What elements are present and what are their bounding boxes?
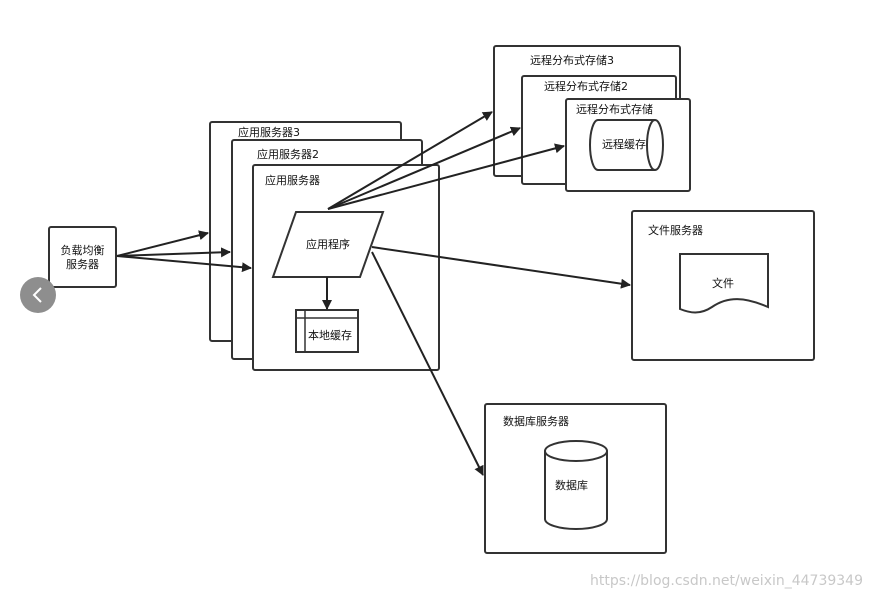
back-button[interactable]	[20, 277, 56, 313]
chevron-left-icon	[32, 287, 42, 303]
app-server-3-label: 应用服务器3	[238, 126, 300, 139]
remote-storage-2-label: 远程分布式存储2	[544, 80, 628, 93]
remote-storage-3-label: 远程分布式存储3	[530, 54, 614, 67]
file-server-label: 文件服务器	[648, 224, 703, 237]
app-server-2-label: 应用服务器2	[257, 148, 319, 161]
app-server-label: 应用服务器	[265, 174, 320, 187]
file-label: 文件	[712, 277, 734, 290]
db-server-label: 数据库服务器	[503, 415, 569, 428]
app-program-label: 应用程序	[306, 238, 350, 251]
remote-storage-label: 远程分布式存储	[576, 103, 653, 116]
load-balancer-box: 负载均衡 服务器	[48, 226, 117, 288]
load-balancer-label: 负载均衡 服务器	[60, 244, 105, 271]
local-cache-label: 本地缓存	[308, 329, 352, 342]
remote-cache-label: 远程缓存	[602, 138, 646, 151]
database-label: 数据库	[555, 479, 588, 492]
watermark: https://blog.csdn.net/weixin_44739349	[589, 573, 863, 589]
